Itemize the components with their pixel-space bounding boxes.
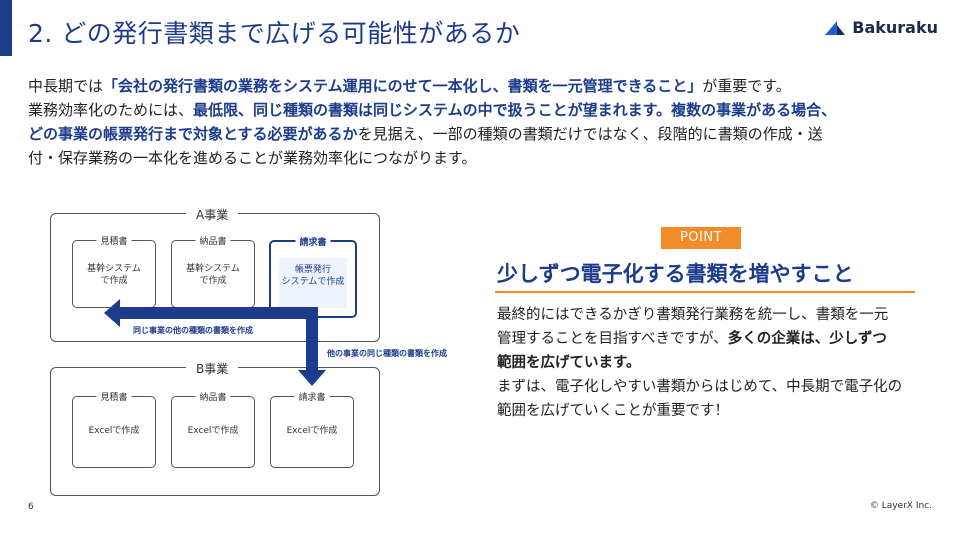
- intro-line-3: どの事業の帳票発行まで対象とする必要があるかを見据え、一部の種類の書類だけではな…: [28, 122, 933, 146]
- card-body: Excelで作成: [77, 425, 151, 437]
- arrow-down: [298, 307, 326, 386]
- card-title: 請求書: [295, 235, 331, 248]
- point-text: 管理することを目指すべきですが、: [497, 331, 728, 347]
- business-a-label: A事業: [186, 206, 239, 223]
- card-a-invoice: 請求書 帳票発行 システムで作成: [269, 235, 357, 318]
- bakuraku-logo: Bakuraku: [823, 18, 938, 37]
- arrow-left: [104, 299, 318, 327]
- card-title: 納品書: [195, 234, 231, 247]
- card-b-delivery: 納品書 Excelで作成: [171, 390, 255, 468]
- card-a-delivery: 納品書 基幹システム で作成: [171, 234, 255, 308]
- intro-highlight: どの事業の帳票発行まで対象とする必要があるか: [28, 125, 358, 143]
- intro-text: を見据え、一部の種類の書類だけではなく、段階的に書類の作成・送: [357, 125, 823, 143]
- card-body: Excelで作成: [275, 425, 349, 437]
- logo-text: Bakuraku: [852, 18, 938, 37]
- card-line: 帳票発行: [294, 265, 331, 275]
- point-badge: POINT: [661, 227, 741, 249]
- card-line: 基幹システム: [87, 264, 141, 274]
- card-title: 納品書: [195, 390, 231, 403]
- point-title-underline: [495, 291, 915, 293]
- bakuraku-logo-icon: [825, 20, 846, 35]
- point-emphasis: 範囲を広げています。: [497, 355, 641, 371]
- card-line: 基幹システム: [186, 264, 240, 274]
- title-accent-bar: [0, 0, 12, 56]
- intro-highlight: 複数の事業がある場合、: [671, 101, 837, 119]
- card-b-invoice: 請求書 Excelで作成: [270, 390, 354, 468]
- intro-highlight: 最低限、同じ種類の書類は同じシステムの中で扱うことが望まれます。: [193, 101, 672, 119]
- copyright: © LayerX Inc.: [869, 501, 932, 511]
- card-line: で作成: [199, 276, 227, 286]
- intro-text: 業務効率化のためには、: [28, 101, 194, 119]
- intro-line-2: 業務効率化のためには、最低限、同じ種類の書類は同じシステムの中で扱うことが望まれ…: [28, 98, 933, 122]
- card-highlight-bg: [279, 258, 347, 308]
- card-line: システムで作成: [281, 277, 345, 287]
- intro-highlight: 「会社の発行書類の業務をシステム運用にのせて一本化し、書類を一元管理できること」: [103, 77, 703, 95]
- card-body: 基幹システム で作成: [176, 263, 250, 287]
- point-text: まずは、電子化しやすい書類からはじめて、中長期で電子化の: [497, 379, 903, 395]
- point-text: 最終的にはできるかぎり書類発行業務を統一し、書類を一元: [497, 307, 889, 323]
- card-a-estimate: 見積書 基幹システム で作成: [72, 234, 156, 308]
- arrow-left-label: 同じ事業の他の種類の書類を作成: [133, 325, 253, 336]
- card-line: で作成: [100, 276, 128, 286]
- card-title: 請求書: [294, 390, 330, 403]
- intro-text: が重要です。: [702, 77, 791, 95]
- card-b-estimate: 見積書 Excelで作成: [72, 390, 156, 468]
- point-text: 範囲を広げていくことが重要です！: [497, 403, 729, 419]
- card-title: 見積書: [96, 234, 132, 247]
- page-number: 6: [28, 502, 34, 512]
- card-body: 帳票発行 システムで作成: [275, 264, 351, 288]
- page-title: 2. どの発行書類まで広げる可能性があるか: [28, 19, 521, 48]
- point-title: 少しずつ電子化する書類を増やすこと: [497, 262, 854, 286]
- arrow-down-label: 他の事業の同じ種類の書類を作成: [327, 348, 447, 359]
- business-b-label: B事業: [186, 360, 239, 377]
- intro-line-1: 中長期では「会社の発行書類の業務をシステム運用にのせて一本化し、書類を一元管理で…: [28, 74, 933, 98]
- card-body: Excelで作成: [176, 425, 250, 437]
- card-line: Excelで作成: [187, 426, 239, 436]
- intro-line-4: 付・保存業務の一本化を進めることが業務効率化につながります。: [28, 146, 933, 170]
- card-line: Excelで作成: [286, 426, 338, 436]
- card-body: 基幹システム で作成: [77, 263, 151, 287]
- intro-paragraph: 中長期では「会社の発行書類の業務をシステム運用にのせて一本化し、書類を一元管理で…: [28, 74, 933, 170]
- card-line: Excelで作成: [88, 426, 140, 436]
- intro-text: 付・保存業務の一本化を進めることが業務効率化につながります。: [28, 149, 477, 167]
- point-body: 最終的にはできるかぎり書類発行業務を統一し、書類を一元 管理することを目指すべき…: [497, 303, 937, 423]
- point-emphasis: 多くの企業は、少しずつ: [727, 331, 887, 347]
- intro-text: 中長期では: [28, 77, 104, 95]
- point-line: 管理することを目指すべきですが、多くの企業は、少しずつ: [497, 327, 937, 351]
- card-title: 見積書: [96, 390, 132, 403]
